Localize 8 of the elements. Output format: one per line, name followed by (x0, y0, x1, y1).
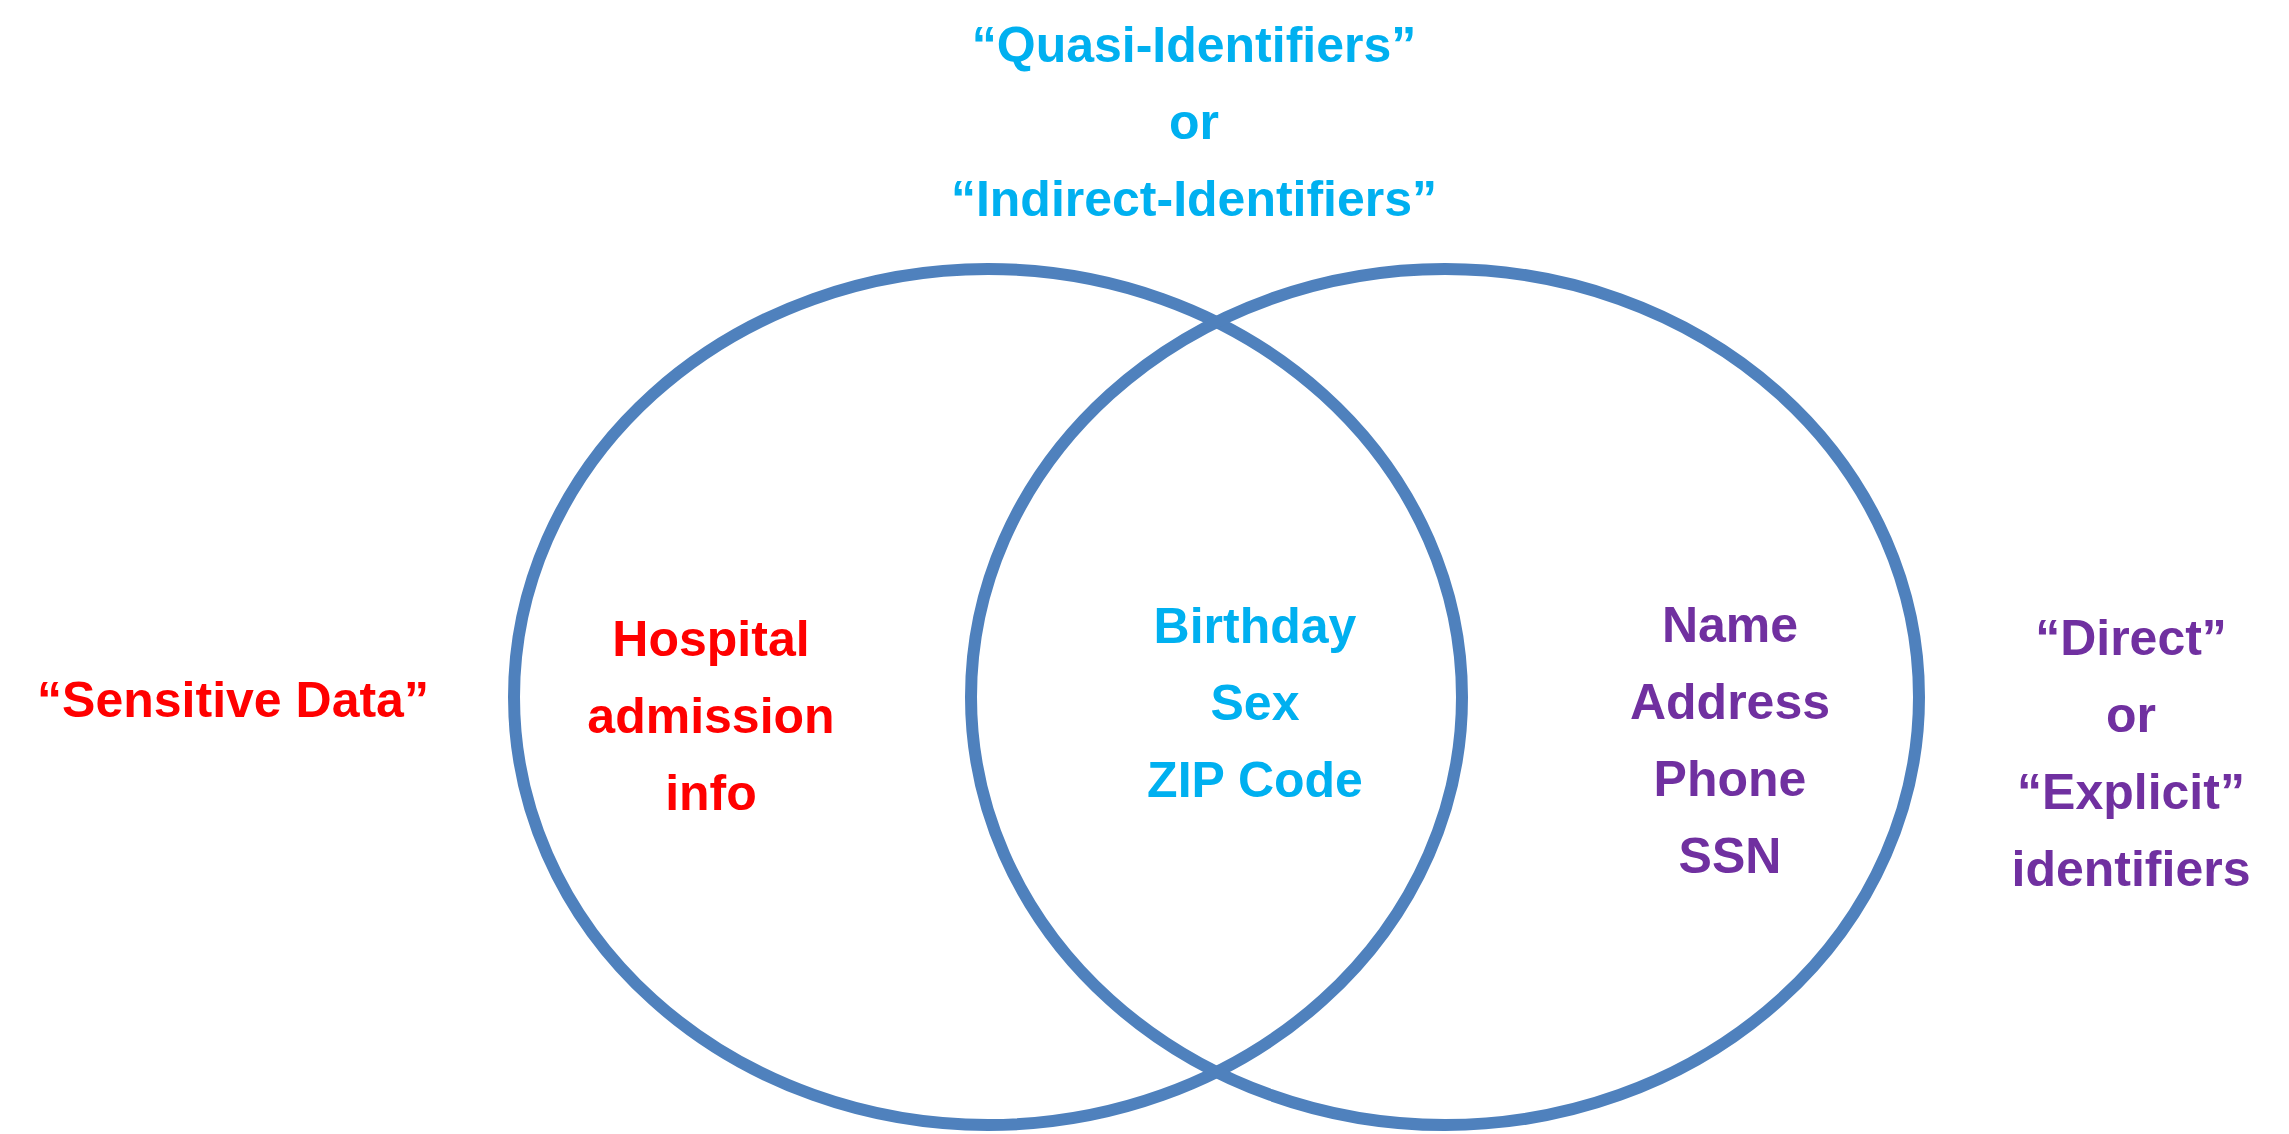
side-label: “Direct” or “Explicit” identifiers (2011, 609, 2251, 899)
intersection-text: ZIP Code (1147, 750, 1363, 810)
intersection-text: Birthday (1153, 596, 1357, 656)
intersection-heading: “Quasi-Identifiers” or “Indirect-Identifiers” (950, 15, 1438, 229)
intersection-text: Sex (1210, 673, 1300, 733)
set-label: Name Address Phone SSN (1629, 596, 1831, 886)
set-label: Hospital admission info (587, 609, 835, 823)
side-label: “Sensitive Data” (37, 670, 429, 730)
